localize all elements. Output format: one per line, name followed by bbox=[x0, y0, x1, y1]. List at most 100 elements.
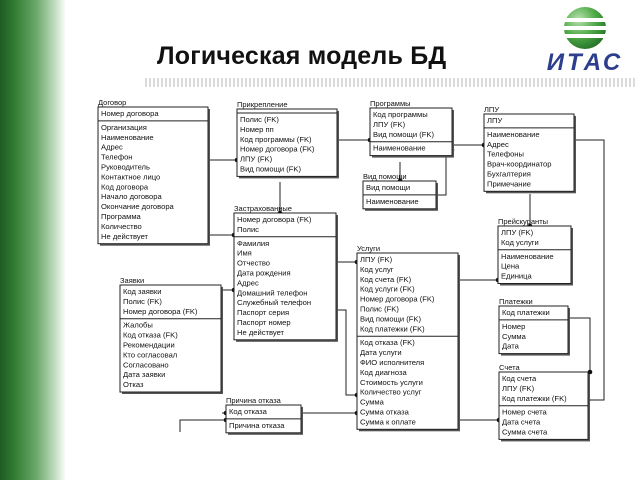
key-field: Полис (FK) bbox=[360, 305, 399, 314]
key-field: ЛПУ (FK) bbox=[373, 120, 406, 129]
decorative-strip bbox=[145, 78, 635, 87]
attr-field: Сумма к оплате bbox=[360, 417, 416, 426]
attr-field: Не действует bbox=[237, 328, 285, 337]
attr-field: ЛПУ (FK) bbox=[240, 155, 273, 164]
attr-field: Код программы (FK) bbox=[240, 135, 312, 144]
attr-field: Наименование bbox=[101, 133, 154, 142]
entity-name: Заявки bbox=[120, 276, 144, 285]
key-field: Вид помощи (FK) bbox=[360, 314, 421, 323]
entity-name: Застрахованные bbox=[234, 204, 292, 213]
attr-field: Врач-координатор bbox=[487, 160, 552, 169]
attr-field: Дата счета bbox=[502, 418, 541, 427]
key-field: ЛПУ bbox=[487, 116, 502, 125]
key-field: Код счета bbox=[502, 374, 537, 383]
key-field: Код платежки bbox=[502, 308, 550, 317]
key-field: Код платежки (FK) bbox=[502, 394, 567, 403]
attr-field: Начало договора bbox=[101, 192, 162, 201]
key-field: Полис bbox=[237, 225, 259, 234]
attr-field: Полис (FK) bbox=[240, 115, 279, 124]
entity-box bbox=[356, 252, 459, 430]
entity-name: Договор bbox=[98, 98, 126, 107]
key-field: Код счета (FK) bbox=[360, 275, 412, 284]
entity-name: Вид помощи bbox=[363, 172, 407, 181]
attr-field: Домашний телефон bbox=[237, 288, 307, 297]
key-field: ЛПУ (FK) bbox=[502, 384, 535, 393]
attr-field: Причина отказа bbox=[229, 421, 285, 430]
side-gradient-bar bbox=[0, 0, 66, 480]
entity-box bbox=[369, 107, 453, 157]
attr-field: Телефон bbox=[101, 153, 133, 162]
attr-field: Наименование bbox=[366, 197, 419, 206]
attr-field: Дата услуги bbox=[360, 348, 402, 357]
attr-field: Номер счета bbox=[502, 408, 548, 417]
key-field: Код услуг bbox=[360, 265, 394, 274]
attr-field: Паспорт номер bbox=[237, 318, 291, 327]
key-field: ЛПУ (FK) bbox=[360, 255, 393, 264]
entity-box bbox=[483, 113, 575, 192]
entity-box bbox=[498, 305, 569, 355]
entity-name: Программы bbox=[370, 99, 411, 108]
attr-field: Согласовано bbox=[123, 360, 169, 369]
key-field: Код заявки bbox=[123, 287, 161, 296]
attr-field: Примечание bbox=[487, 179, 531, 188]
attr-field: Окончание договора bbox=[101, 202, 175, 211]
attr-field: Телефоны bbox=[487, 150, 524, 159]
attr-field: Единица bbox=[501, 272, 533, 281]
relationship-line bbox=[179, 419, 226, 432]
key-field: Вид помощи (FK) bbox=[373, 130, 434, 139]
attr-field: Фамилия bbox=[237, 239, 269, 248]
key-field: Код программы bbox=[373, 110, 428, 119]
key-field: Код платежки (FK) bbox=[360, 324, 425, 333]
attr-field: Дата заявки bbox=[123, 370, 165, 379]
entity-box bbox=[236, 108, 338, 177]
attr-field: Жалобы bbox=[123, 321, 153, 330]
entity-box bbox=[119, 284, 222, 393]
key-field: Номер договора (FK) bbox=[123, 307, 198, 316]
logo-text: ИТАС bbox=[546, 49, 624, 76]
attr-field: Наименование bbox=[373, 144, 426, 153]
key-field: Номер договора bbox=[101, 109, 159, 118]
logo-globe-icon bbox=[563, 7, 607, 49]
attr-field: Руководитель bbox=[101, 163, 150, 172]
attr-field: Номер договора (FK) bbox=[240, 145, 315, 154]
relationship-line bbox=[568, 317, 591, 372]
attr-field: Дата bbox=[502, 342, 520, 351]
entity-name: ЛПУ bbox=[484, 105, 499, 114]
attr-field: Адрес bbox=[487, 140, 509, 149]
entity-name: Прейскуранты bbox=[498, 217, 548, 226]
entity-name: Прикрепление bbox=[237, 100, 288, 109]
attr-field: Номер bbox=[502, 322, 525, 331]
attr-field: Количество bbox=[101, 222, 142, 231]
key-field: Полис (FK) bbox=[123, 297, 162, 306]
attr-field: ФИО исполнителя bbox=[360, 358, 424, 367]
attr-field: Кто согласовал bbox=[123, 350, 177, 359]
attr-field: Программа bbox=[101, 212, 142, 221]
attr-field: Паспорт серия bbox=[237, 308, 289, 317]
entity-box bbox=[97, 106, 209, 245]
entity-name: Счета bbox=[499, 363, 521, 372]
attr-field: Количество услуг bbox=[360, 388, 422, 397]
attr-field: Организация bbox=[101, 123, 147, 132]
entity-box bbox=[497, 225, 572, 284]
attr-field: Дата рождения bbox=[237, 269, 291, 278]
attr-field: Сумма bbox=[502, 332, 527, 341]
attr-field: Отказ bbox=[123, 380, 144, 389]
relationship-line bbox=[336, 309, 357, 396]
attr-field: Наименование bbox=[501, 252, 554, 261]
entity-lpu: ЛПУЛПУНаименованиеАдресТелефоныВрач-коор… bbox=[483, 105, 576, 194]
attr-field: Вид помощи (FK) bbox=[240, 165, 301, 174]
relationship-line bbox=[574, 139, 605, 401]
slide-title: Логическая модель БД bbox=[157, 42, 447, 70]
attr-field: Код диагноза bbox=[360, 368, 407, 377]
attr-field: Адрес bbox=[237, 278, 259, 287]
key-field: Код услуги bbox=[501, 238, 539, 247]
